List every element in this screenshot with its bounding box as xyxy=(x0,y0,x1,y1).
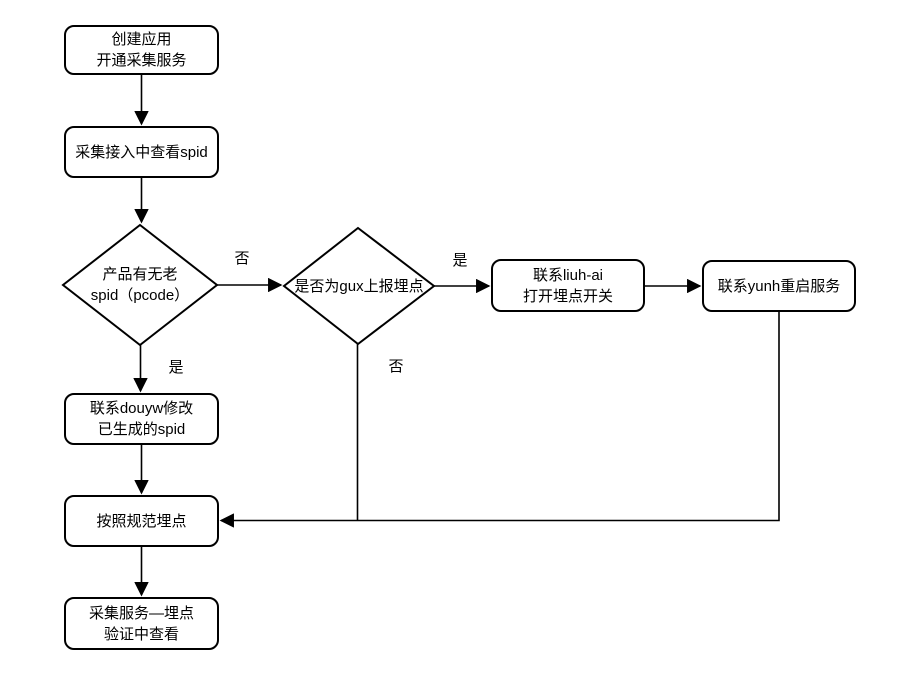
node-contact-liuh xyxy=(491,259,645,312)
node-has-old-spid-diamond xyxy=(61,223,219,347)
edge-yunh-to-standard xyxy=(219,311,780,528)
node-create-app xyxy=(64,25,219,75)
node-view-spid xyxy=(64,126,219,178)
node-standard-tracking xyxy=(64,495,219,547)
node-contact-douyw xyxy=(64,393,219,445)
node-verify-tracking xyxy=(64,597,219,650)
node-contact-yunh xyxy=(702,260,856,312)
node-is-gux-diamond xyxy=(282,226,436,346)
